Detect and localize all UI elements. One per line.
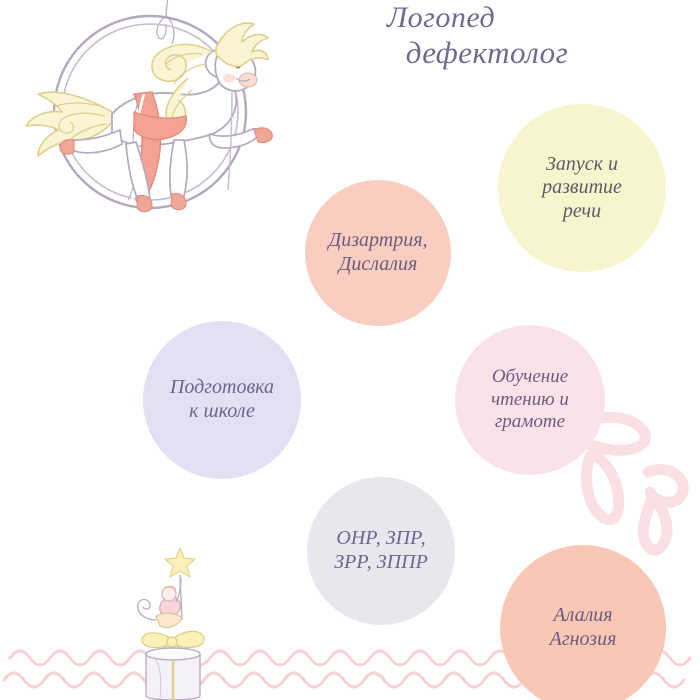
- service-bubble-label: Дизартрия, Дислалия: [328, 229, 428, 275]
- service-bubble-label: Подготовка к школе: [169, 376, 275, 422]
- service-bubble-label: ОНР, ЗПР, ЗРР, ЗППР: [334, 527, 428, 573]
- page-title: Логопед дефектолог: [300, 1, 630, 71]
- service-bubble-label: Алалия Агнозия: [549, 604, 617, 650]
- service-bubble-onr-zpr-zrr-zppr[interactable]: ОНР, ЗПР, ЗРР, ЗППР: [307, 477, 455, 625]
- service-bubble-zapusk-i-razvitie-rechi[interactable]: Запуск и развитие речи: [498, 104, 666, 272]
- service-bubble-alalia-agnoziya[interactable]: Алалия Агнозия: [500, 545, 666, 700]
- carousel-horse-illustration: [25, 0, 273, 213]
- service-bubble-dizartria-dislalia[interactable]: Дизартрия, Дислалия: [305, 180, 451, 326]
- title-line-logoped: Логопед: [386, 1, 496, 34]
- service-bubble-podgotovka-k-shkole[interactable]: Подготовка к школе: [143, 321, 301, 479]
- title-line-defektolog: дефектолог: [405, 35, 569, 71]
- service-bubble-label: Запуск и развитие речи: [542, 152, 622, 222]
- gift-box-with-fairy-illustration: [137, 547, 205, 700]
- service-bubble-label: Обучение чтению и грамоте: [491, 366, 569, 433]
- service-bubble-obuchenie-chteniyu-i-gramote[interactable]: Обучение чтению и грамоте: [455, 325, 605, 475]
